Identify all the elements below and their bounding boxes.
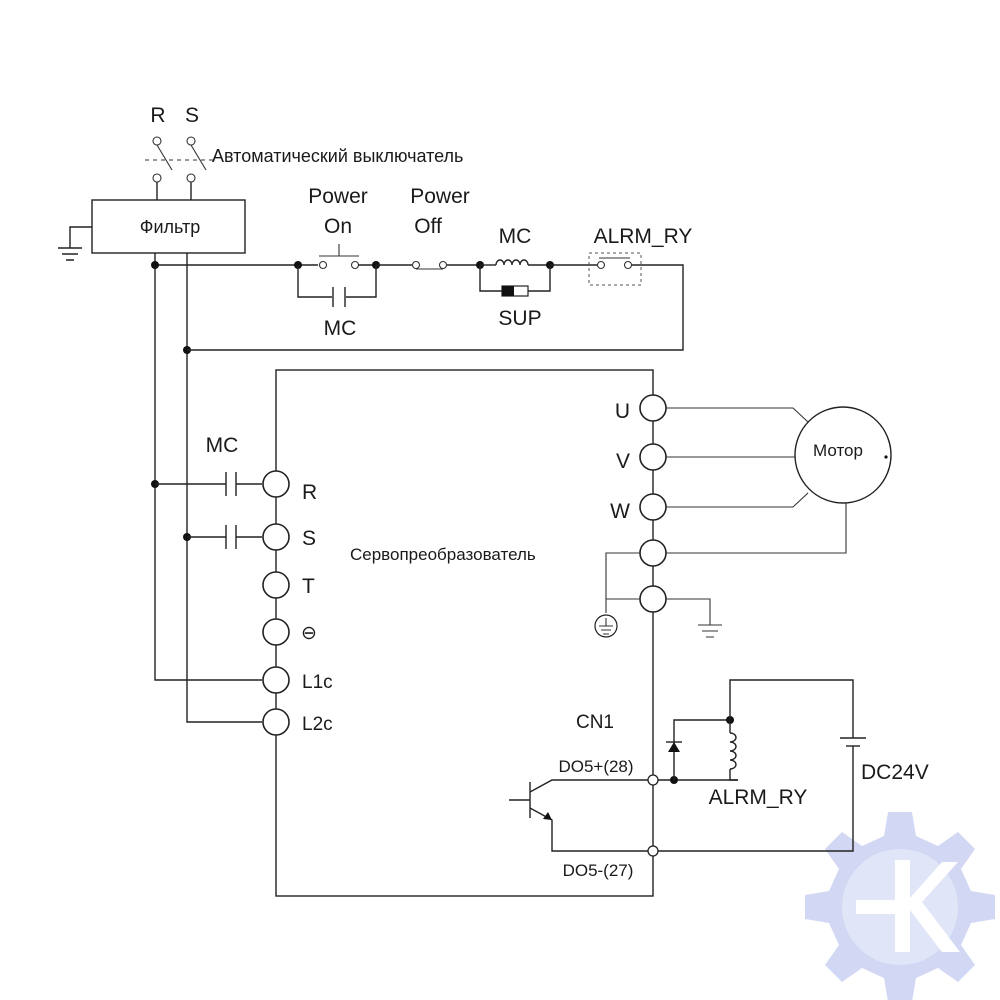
terminal-u-label: U xyxy=(615,400,630,423)
cn1-label: CN1 xyxy=(576,712,614,733)
drive-label: Сервопреобразователь xyxy=(350,545,536,564)
dc24v-source xyxy=(658,737,866,852)
terminal-l2c-label: L2c xyxy=(302,714,333,735)
mc-holding-label: MC xyxy=(324,317,357,340)
phase-s-label: S xyxy=(185,104,199,127)
terminal-l1c xyxy=(262,666,290,694)
main-mc-contacts xyxy=(151,472,262,549)
motor-label: Мотор xyxy=(813,441,863,460)
protective-earth-icon xyxy=(594,552,640,638)
terminal-pe-1 xyxy=(639,539,667,567)
cn1-pin-27 xyxy=(647,845,659,857)
power-on-label-2: On xyxy=(324,215,352,238)
terminal-t-label: T xyxy=(302,575,315,598)
terminal-u xyxy=(639,394,667,422)
terminal-pe-2 xyxy=(639,585,667,613)
transistor-icon xyxy=(509,779,653,852)
terminal-s xyxy=(262,523,290,551)
terminal-l2c xyxy=(262,708,290,736)
alrm-ry-relay xyxy=(658,679,854,784)
terminal-v-label: V xyxy=(616,450,630,473)
phase-r-label: R xyxy=(150,104,165,127)
alrm-ry-contact xyxy=(187,252,684,351)
terminal-t xyxy=(262,571,290,599)
terminal-w xyxy=(639,493,667,521)
circuit-breaker xyxy=(145,136,215,200)
ground-icon xyxy=(666,598,722,638)
terminal-minus xyxy=(262,618,290,646)
dc24v-label: DC24V xyxy=(861,761,929,784)
power-on-label-1: Power xyxy=(308,185,368,208)
sup-label: SUP xyxy=(498,307,541,330)
alrm-ry-relay-label: ALRM_RY xyxy=(709,786,808,809)
motor-wiring xyxy=(666,407,847,554)
terminal-w-label: W xyxy=(610,500,630,523)
motor xyxy=(794,406,892,504)
mc-coil-label: MC xyxy=(499,225,532,248)
power-on-button xyxy=(294,244,380,307)
gear-logo-icon xyxy=(805,812,995,1000)
power-off-button xyxy=(376,260,480,270)
mc-main-label: MC xyxy=(206,434,239,457)
do5-minus-label: DO5-(27) xyxy=(563,861,634,880)
alrm-ry-contact-label: ALRM_RY xyxy=(594,225,693,248)
terminal-l1c-label: L1c xyxy=(302,672,333,693)
terminal-r-label: R xyxy=(302,481,317,504)
power-off-label-2: Off xyxy=(414,215,442,238)
filter-label: Фильтр xyxy=(140,217,200,237)
do5-plus-label: DO5+(28) xyxy=(558,757,633,776)
terminal-minus-label: ⊖ xyxy=(301,623,317,644)
servo-drive-box xyxy=(275,369,654,897)
power-off-label-1: Power xyxy=(410,185,470,208)
ground-icon xyxy=(58,226,92,261)
terminal-v xyxy=(639,443,667,471)
breaker-label: Автоматический выключатель xyxy=(212,146,463,166)
diode-icon xyxy=(666,741,682,752)
terminal-r xyxy=(262,470,290,498)
terminal-s-label: S xyxy=(302,527,316,550)
coil-icon xyxy=(476,259,554,297)
cn1-pin-28 xyxy=(647,774,659,786)
